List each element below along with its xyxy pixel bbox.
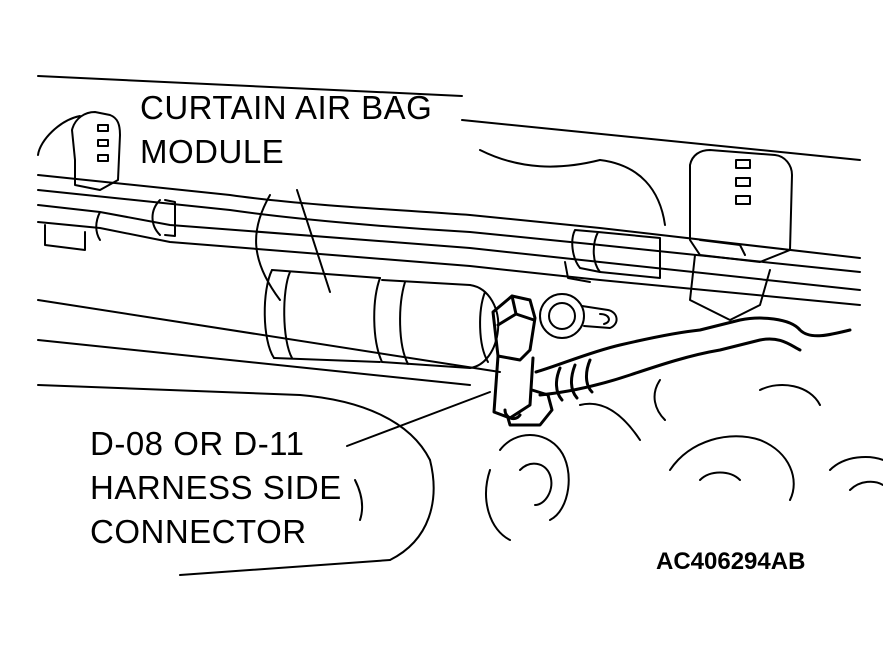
body-panel-lines [37, 75, 861, 576]
roof-rail [37, 174, 861, 306]
right-clip [689, 149, 793, 321]
airbag-label-line-2: MODULE [140, 133, 285, 170]
harness-connector-label: D-08 OR D-11 HARNESS SIDE CONNECTOR [90, 422, 342, 554]
harness-connector [491, 294, 554, 427]
airbag-module-body [263, 269, 500, 369]
mounting-bolt [539, 293, 618, 339]
airbag-module-label: CURTAIN AIR BAG MODULE [140, 86, 432, 174]
airbag-leader [296, 189, 331, 293]
leader-lines [296, 189, 491, 447]
harness-cable [534, 316, 852, 402]
connector-label-line-2: HARNESS SIDE [90, 469, 342, 506]
figure-code: AC406294AB [656, 548, 806, 575]
connector-label-line-1: D-08 OR D-11 [90, 425, 305, 462]
connector-leader [346, 391, 491, 447]
lower-body-shapes [354, 379, 883, 541]
middle-clip [564, 229, 661, 283]
airbag-label-line-1: CURTAIN AIR BAG [140, 89, 433, 126]
connector-label-line-3: CONNECTOR [90, 513, 307, 550]
left-clip [44, 111, 121, 251]
